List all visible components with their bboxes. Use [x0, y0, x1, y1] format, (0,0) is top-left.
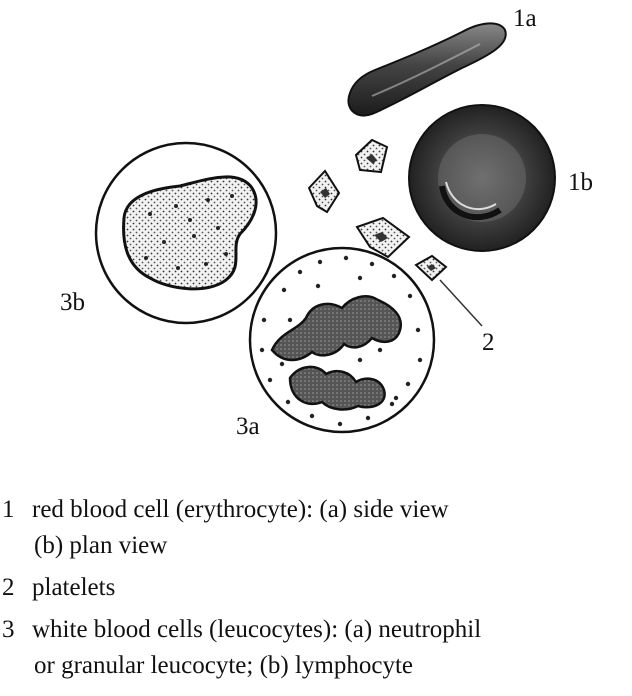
legend-item: 3 white blood cells (leucocytes): (a) ne…: [0, 612, 632, 648]
rbc-plan-view: [408, 104, 556, 252]
legend-text: white blood cells (leucocytes): (a) neut…: [32, 616, 482, 643]
legend-continuation: or granular leucocyte; (b) lymphocyte: [0, 648, 632, 684]
label-2: 2: [482, 329, 495, 356]
label-3a: 3a: [236, 413, 260, 440]
lymphocyte: [94, 141, 278, 325]
platelets: [307, 138, 483, 327]
neutrophil: [248, 246, 436, 434]
label-1b: 1b: [568, 169, 593, 196]
legend-number: 1: [2, 496, 15, 523]
legend-continuation-text: or granular leucocyte; (b) lymphocyte: [34, 652, 414, 679]
legend: 1 red blood cell (erythrocyte): (a) side…: [0, 492, 632, 684]
legend-item: 1 red blood cell (erythrocyte): (a) side…: [0, 492, 632, 528]
legend-number: 2: [2, 574, 15, 601]
legend-continuation-text: (b) plan view: [34, 532, 168, 559]
legend-continuation: (b) plan view: [0, 528, 632, 570]
legend-item: 2 platelets: [0, 570, 632, 612]
legend-text: platelets: [32, 574, 116, 601]
rbc-side-view: [347, 22, 507, 117]
label-3b: 3b: [60, 289, 85, 316]
legend-number: 3: [2, 616, 15, 643]
label-1a: 1a: [513, 5, 537, 32]
blood-cells-figure: 1a 1b 2 3b 3a: [60, 5, 593, 440]
legend-text: red blood cell (erythrocyte): (a) side v…: [32, 496, 449, 523]
